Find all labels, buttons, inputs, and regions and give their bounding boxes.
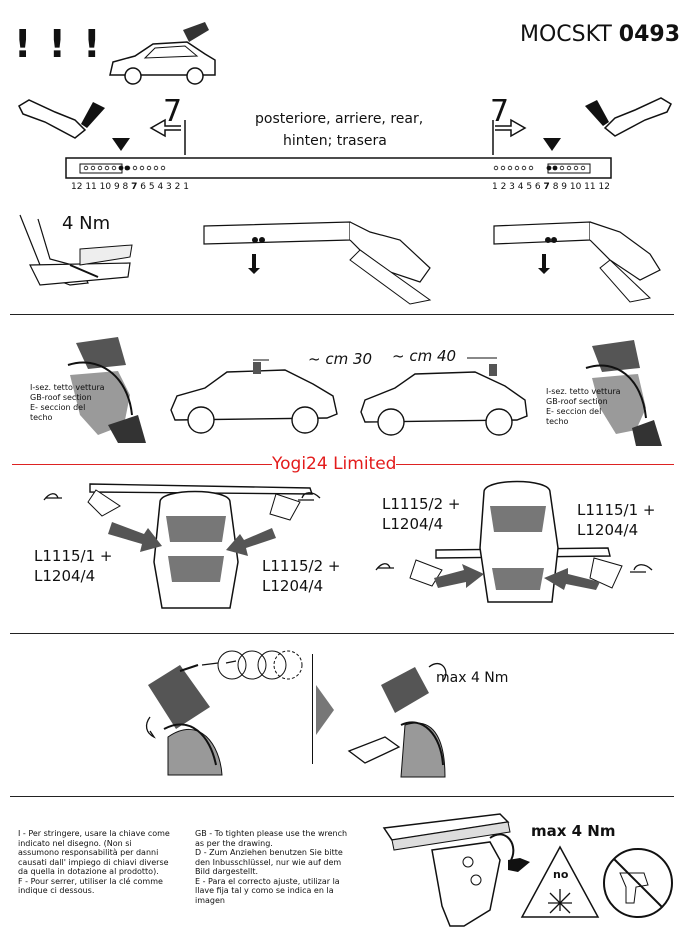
- step-arrow-left-icon: [149, 118, 186, 155]
- roof-note-right-3: E- seccion del: [546, 407, 602, 416]
- next-step-arrow-icon: [316, 685, 334, 735]
- label-left-b: L1115/2 + L1204/4: [262, 556, 340, 596]
- label-left-a: L1115/1 + L1204/4: [34, 546, 112, 586]
- warning-marks: ! ! !: [14, 22, 103, 66]
- instr-1-line-5: da quella in dotazione al prodotto).: [18, 867, 159, 876]
- instr-1-line-6: F - Pour serrer, utiliser la clé comme: [18, 876, 163, 886]
- divider-4: [10, 796, 674, 797]
- step-arrow-right-icon: [492, 118, 527, 155]
- instr-2-line-7: llave fija tal y como se indica en la: [195, 886, 334, 895]
- roof-section-right-icon: [585, 340, 662, 446]
- instr-1-line-7: indique ci dessous.: [18, 886, 95, 895]
- rail-clamp-detail-right: [493, 221, 661, 303]
- loosen-cover-icon: [145, 650, 303, 776]
- step-right-number: 7: [490, 94, 510, 129]
- label-left-a-line1: L1115/1 +: [34, 547, 113, 565]
- divider-3: [10, 633, 674, 634]
- instr-2-line-2: as per the drawing.: [195, 838, 273, 848]
- triangle-marker-left-icon: [112, 138, 130, 151]
- distance-label-2: ~ cm 40: [392, 347, 457, 365]
- no-label: no: [553, 868, 569, 881]
- rail-clamp-detail-left: [203, 221, 432, 305]
- roof-note-left-1: I-sez. tetto vettura: [30, 383, 105, 392]
- label-right-a-line2: L1204/4: [382, 515, 444, 533]
- rail-scale-left: 12 11 10 9 8 7 6 5 4 3 2 1: [71, 182, 189, 192]
- instr-2-line-6: E - Para el correcto ajuste, utilizar la: [195, 876, 340, 886]
- rail-scale-right: 1 2 3 4 5 6 7 8 9 10 11 12: [492, 182, 610, 192]
- rail-scale-right-end: 8 9 10 11 12: [552, 182, 610, 192]
- instr-2-line-4: den Inbusschlüssel, nur wie auf dem: [195, 857, 342, 867]
- car-top-left-icon: [43, 483, 321, 609]
- tighten-cover-icon: [347, 662, 447, 778]
- bracket-left-icon: [18, 99, 105, 139]
- instr-2-line-3: D - Zum Anziehen benutzen Sie bitte: [195, 848, 343, 857]
- step-left-number: 7: [163, 94, 183, 129]
- roof-note-left-4: techo: [30, 413, 53, 422]
- instr-1-line-1: I - Per stringere, usare la chiave come: [18, 829, 170, 838]
- label-left-b-line2: L1204/4: [262, 577, 324, 595]
- step-separator-line: [312, 654, 313, 764]
- label-right-a-line1: L1115/2 +: [382, 495, 461, 513]
- instr-2-line-1: GB - To tighten please use the wrench: [195, 829, 348, 838]
- car-front-rack-icon: [170, 359, 338, 434]
- roof-note-left-2: GB-roof section: [30, 393, 92, 402]
- watermark: Yogi24 Limited: [272, 454, 397, 474]
- instr-1-line-4: causati dall' impiego di chiavi diverse: [18, 857, 169, 867]
- footer-torque-label: max 4 Nm: [531, 822, 616, 840]
- divider-1: [10, 314, 674, 315]
- car-top-right-icon: [375, 480, 653, 603]
- car-rear-rack-icon: [360, 357, 528, 436]
- rear-label-line2: hinten; trasera: [283, 133, 387, 149]
- rail-scale-left-bold: 7: [131, 182, 138, 192]
- label-left-a-line2: L1204/4: [34, 567, 96, 585]
- roof-rail-bar: [65, 157, 612, 179]
- roof-section-left-icon: [67, 337, 146, 443]
- roof-note-right-4: techo: [546, 417, 569, 426]
- hand-wrench-icon: [19, 214, 133, 286]
- instructions-col-1: I - Per stringere, usare la chiave come …: [18, 829, 170, 896]
- bracket-right-icon: [585, 97, 672, 137]
- distance-label-1: ~ cm 30: [308, 350, 373, 368]
- instr-1-line-2: indicato nel disegno. (Non si: [18, 838, 132, 848]
- foot-bracket-icon: [382, 813, 530, 927]
- triangle-marker-right-icon: [543, 138, 561, 151]
- label-right-a: L1115/2 + L1204/4: [382, 494, 460, 534]
- no-drill-icon: [603, 848, 673, 918]
- instr-1-line-3: assumono responsabilità per danni: [18, 848, 159, 857]
- label-left-b-line1: L1115/2 +: [262, 557, 341, 575]
- rail-scale-left-start: 12 11 10 9 8: [71, 182, 129, 192]
- instr-2-line-5: Bild dargestellt.: [195, 867, 259, 876]
- car-side-icon: [109, 22, 216, 85]
- product-code: MOCSKT 0493: [520, 22, 680, 47]
- label-right-b-line1: L1115/1 +: [577, 501, 656, 519]
- roof-note-left: I-sez. tetto vettura GB-roof section E- …: [30, 383, 105, 423]
- rail-scale-right-start: 1 2 3 4 5 6: [492, 182, 541, 192]
- instr-2-line-8: imagen: [195, 895, 225, 905]
- label-right-b: L1115/1 + L1204/4: [577, 500, 655, 540]
- instructions-col-2: GB - To tighten please use the wrench as…: [195, 829, 347, 905]
- torque-label: 4 Nm: [62, 213, 111, 234]
- rail-scale-right-bold: 7: [543, 182, 550, 192]
- roof-note-right-1: I-sez. tetto vettura: [546, 387, 621, 396]
- warning-triangle-icon: [520, 845, 600, 918]
- code-prefix: MOCSKT: [520, 22, 612, 47]
- label-right-b-line2: L1204/4: [577, 521, 639, 539]
- torque-max-label: max 4 Nm: [436, 670, 509, 686]
- roof-note-left-3: E- seccion del: [30, 403, 86, 412]
- roof-note-right: I-sez. tetto vettura GB-roof section E- …: [546, 387, 621, 427]
- code-number: 0493: [618, 22, 681, 47]
- rear-label-line1: posteriore, arriere, rear,: [255, 111, 424, 127]
- roof-note-right-2: GB-roof section: [546, 397, 608, 406]
- rail-scale-left-end: 6 5 4 3 2 1: [140, 182, 189, 192]
